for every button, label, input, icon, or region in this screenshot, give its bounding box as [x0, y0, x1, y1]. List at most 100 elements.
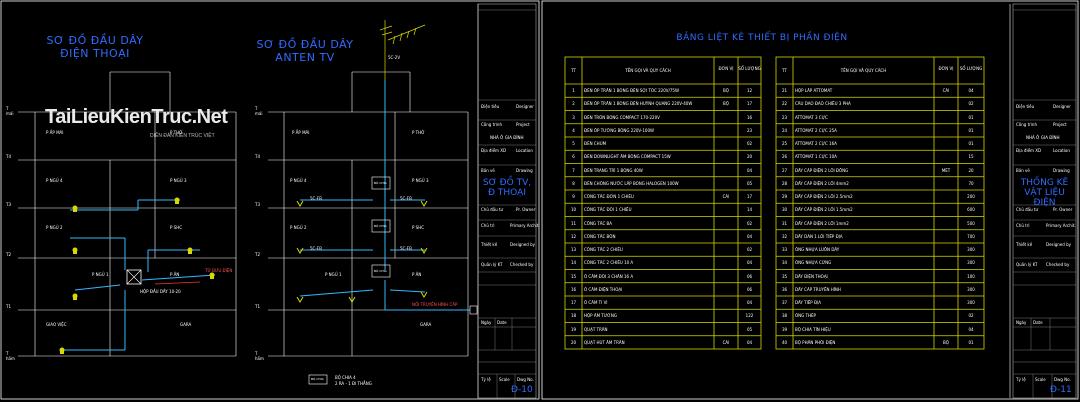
field-label: Date [497, 320, 507, 325]
table-cell-no: 40 [781, 339, 788, 345]
table-cell-no: 38 [781, 313, 788, 319]
table-cell-name: BỘ PHÂN PHỐI ĐIỆN [795, 339, 836, 345]
table-cell-name: ATTOMAT 3 CỰC [795, 114, 828, 120]
field-label: Tỷ lệ [481, 377, 491, 382]
table-cell-no: 9 [572, 194, 575, 200]
splitter-label: BỘ CHIA [374, 224, 387, 228]
floor-label: T2 [6, 252, 11, 257]
title-block-2-grid [1013, 9, 1076, 398]
field-label: Công trình [1016, 122, 1037, 127]
table-cell-qty: 600 [967, 207, 975, 213]
room-label: P NGỦ 3 [412, 178, 429, 183]
table-cell-no: 10 [570, 207, 577, 213]
table-cell-no: 37 [781, 300, 788, 306]
table-cell-name: ĐÈN ỐP TRẦN 1 BÓNG ĐÈN HUỲNH QUANG 220V-… [584, 101, 693, 107]
splitter-box [371, 176, 391, 190]
field-label: Project [1053, 122, 1067, 127]
sheet1-drawing-title: SƠ ĐỒ TV, Đ THOẠI [482, 178, 532, 198]
table-cell-name: ỐNG NHỰA LUỒN DÂY [795, 247, 840, 253]
table-cell-qty: 02 [968, 313, 974, 319]
floor-label: T hầm [255, 351, 264, 361]
table-left-header-name: TÊN GỌI VÀ QUY CÁCH [625, 68, 671, 73]
table-cell-no: 7 [572, 167, 575, 173]
table-cell-qty: 300 [967, 260, 975, 266]
field-label: Tỷ lệ [1016, 377, 1026, 382]
table-row: 11 CÔNG TẮC BA 02 [565, 217, 761, 230]
floor-label: T3 [6, 202, 11, 207]
table-cell-no: 36 [781, 286, 788, 292]
table-cell-no: 15 [570, 273, 577, 279]
watermark-logo: TaiLieuKienTruc.Net [45, 106, 228, 128]
table-cell-unit: CÁI [722, 339, 730, 345]
table-cell-qty: 300 [967, 300, 975, 306]
table-cell-qty: 70 [968, 180, 974, 186]
table-cell-unit: MÉT [941, 167, 951, 173]
field-label: Primary Archit. [1046, 223, 1076, 228]
table-left-header-unit: ĐƠN VỊ [718, 66, 734, 71]
table-row: 2 ĐÈN ỐP TRẦN 1 BÓNG ĐÈN HUỲNH QUANG 220V… [565, 97, 761, 110]
table-cell-name: CÔNG TẮC ĐƠN 1 CHIỀU [584, 194, 634, 200]
table-cell-qty: 20 [968, 167, 974, 173]
table-cell-no: 20 [570, 339, 577, 345]
floor-label: T mái [6, 106, 14, 116]
table-cell-name: Ổ CẮM TI VI [584, 300, 608, 306]
table-cell-qty: 04 [746, 260, 753, 266]
field-label: Ngày [481, 320, 492, 325]
table-cell-name: ĐÈN TRÒN BÓNG COMPACT 170-220V [584, 114, 660, 120]
table-cell-unit: BỘ [943, 339, 949, 345]
floor-label: T4 [6, 154, 11, 159]
phone-box-label: HỘP ĐẦU DÂY 10-20 [140, 289, 181, 294]
room-label: P NGỦ 1 [92, 272, 109, 277]
table-cell-no: 17 [570, 300, 577, 306]
table-left-header-qty: SỐ LƯỢNG [738, 66, 761, 71]
table-cell-qty: 02 [746, 220, 753, 226]
room-label: P SHC [170, 225, 183, 230]
table-cell-qty: 17 [746, 101, 753, 107]
room-label: P NGỦ 4 [46, 178, 63, 183]
table-cell-no: 2 [572, 101, 575, 107]
tv-diagram-title: SƠ ĐỒ ĐẦU DÂY ANTEN TV [250, 38, 360, 64]
field-label: Thiết kế [1016, 242, 1033, 247]
table-cell-no: 25 [781, 141, 788, 147]
table-cell-no: 26 [781, 154, 788, 160]
table-cell-name: CẦU DAO ĐẢO CHIỀU 3 PHA [795, 101, 851, 107]
table-cell-qty: 04 [968, 326, 974, 332]
table-cell-name: ATTOMAT 2 CỰC 25A [795, 127, 837, 133]
field-label: Bản vẽ [1016, 168, 1030, 173]
field-label: Bản vẽ [481, 168, 495, 173]
table-cell-qty: 04 [746, 167, 753, 173]
table-cell-qty: 05 [746, 326, 753, 332]
room-label: P NGỦ 2 [46, 225, 63, 230]
sheet-2-border [541, 0, 1079, 400]
table-cell-name: CÔNG TẮC BỐN [584, 233, 616, 239]
table-cell-no: 16 [570, 286, 577, 292]
table-cell-name: DÂY CÁP ĐIỆN 2 LÕI 2.5mm2 [795, 194, 853, 200]
field-label: Chủ trì [481, 223, 495, 228]
room-label: GARA [420, 322, 432, 327]
field-label: Checked by [1046, 262, 1070, 267]
table-cell-no: 21 [781, 88, 788, 94]
phone-diagram [18, 71, 237, 357]
table-cell-name: ĐÈN CHỐNG NƯỚC LẮP BÓNG HALOGEN 100W [584, 180, 679, 186]
table-cell-name: CÔNG TẮC BA [584, 220, 613, 226]
table-cell-name: ĐÈN TRANG TRÍ 1 BÓNG 40W [584, 167, 643, 173]
table-cell-qty: 02 [968, 101, 974, 107]
field-label: Project [516, 122, 530, 127]
table-cell-name: DÂY ĐIỆN THOẠI [795, 273, 828, 279]
table-cell-no: 11 [570, 220, 577, 226]
splitter-label: BỘ CHIA [374, 269, 387, 273]
field-label: Designed by [1046, 242, 1071, 247]
table-cell-name: CÔNG TẮC 2 CHIỀU [584, 247, 623, 253]
table-cell-qty: 200 [967, 194, 975, 200]
